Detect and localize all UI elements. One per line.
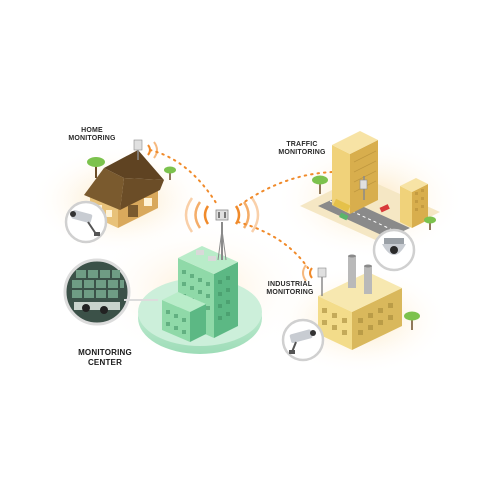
tree-icon: [312, 175, 328, 194]
factory-roof: [318, 272, 402, 312]
house-roof-right: [104, 150, 164, 180]
traffic-monitoring-label: TRAFFIC MONITORING: [278, 141, 326, 156]
antenna-icon: [215, 209, 229, 261]
house-roof-left: [84, 168, 124, 210]
truck: [333, 198, 351, 213]
car-red: [379, 204, 390, 213]
monitor-wall-image: [63, 258, 158, 326]
low-building-side: [190, 304, 206, 342]
signal-wave-icon: [184, 197, 260, 233]
link-traffic: [239, 170, 346, 206]
car-green: [339, 212, 349, 221]
chimneys: [348, 254, 372, 294]
tree-icon: [404, 311, 420, 330]
monitoring-center-label: MONITORING CENTER: [78, 348, 132, 367]
tree-icon: [164, 166, 176, 180]
link-industrial: [237, 221, 309, 269]
traffic-scene: [300, 131, 440, 272]
home-monitoring-label: HOME MONITORING: [68, 127, 116, 142]
industrial-monitoring-label: INDUSTRIAL MONITORING: [266, 281, 314, 296]
low-building-roof: [162, 292, 206, 312]
link-home: [149, 149, 219, 207]
traffic-tower-front: [332, 145, 350, 214]
industrial-factory: [281, 254, 420, 362]
home-house: [64, 139, 176, 244]
cctv-camera-icon: [281, 318, 325, 362]
tree-icon: [87, 157, 105, 178]
tree-icon: [424, 216, 436, 230]
signal-links: [149, 149, 346, 269]
monitoring-center: [63, 197, 262, 354]
cctv-camera-icon: [64, 200, 108, 244]
dome-camera-icon: [372, 228, 416, 272]
